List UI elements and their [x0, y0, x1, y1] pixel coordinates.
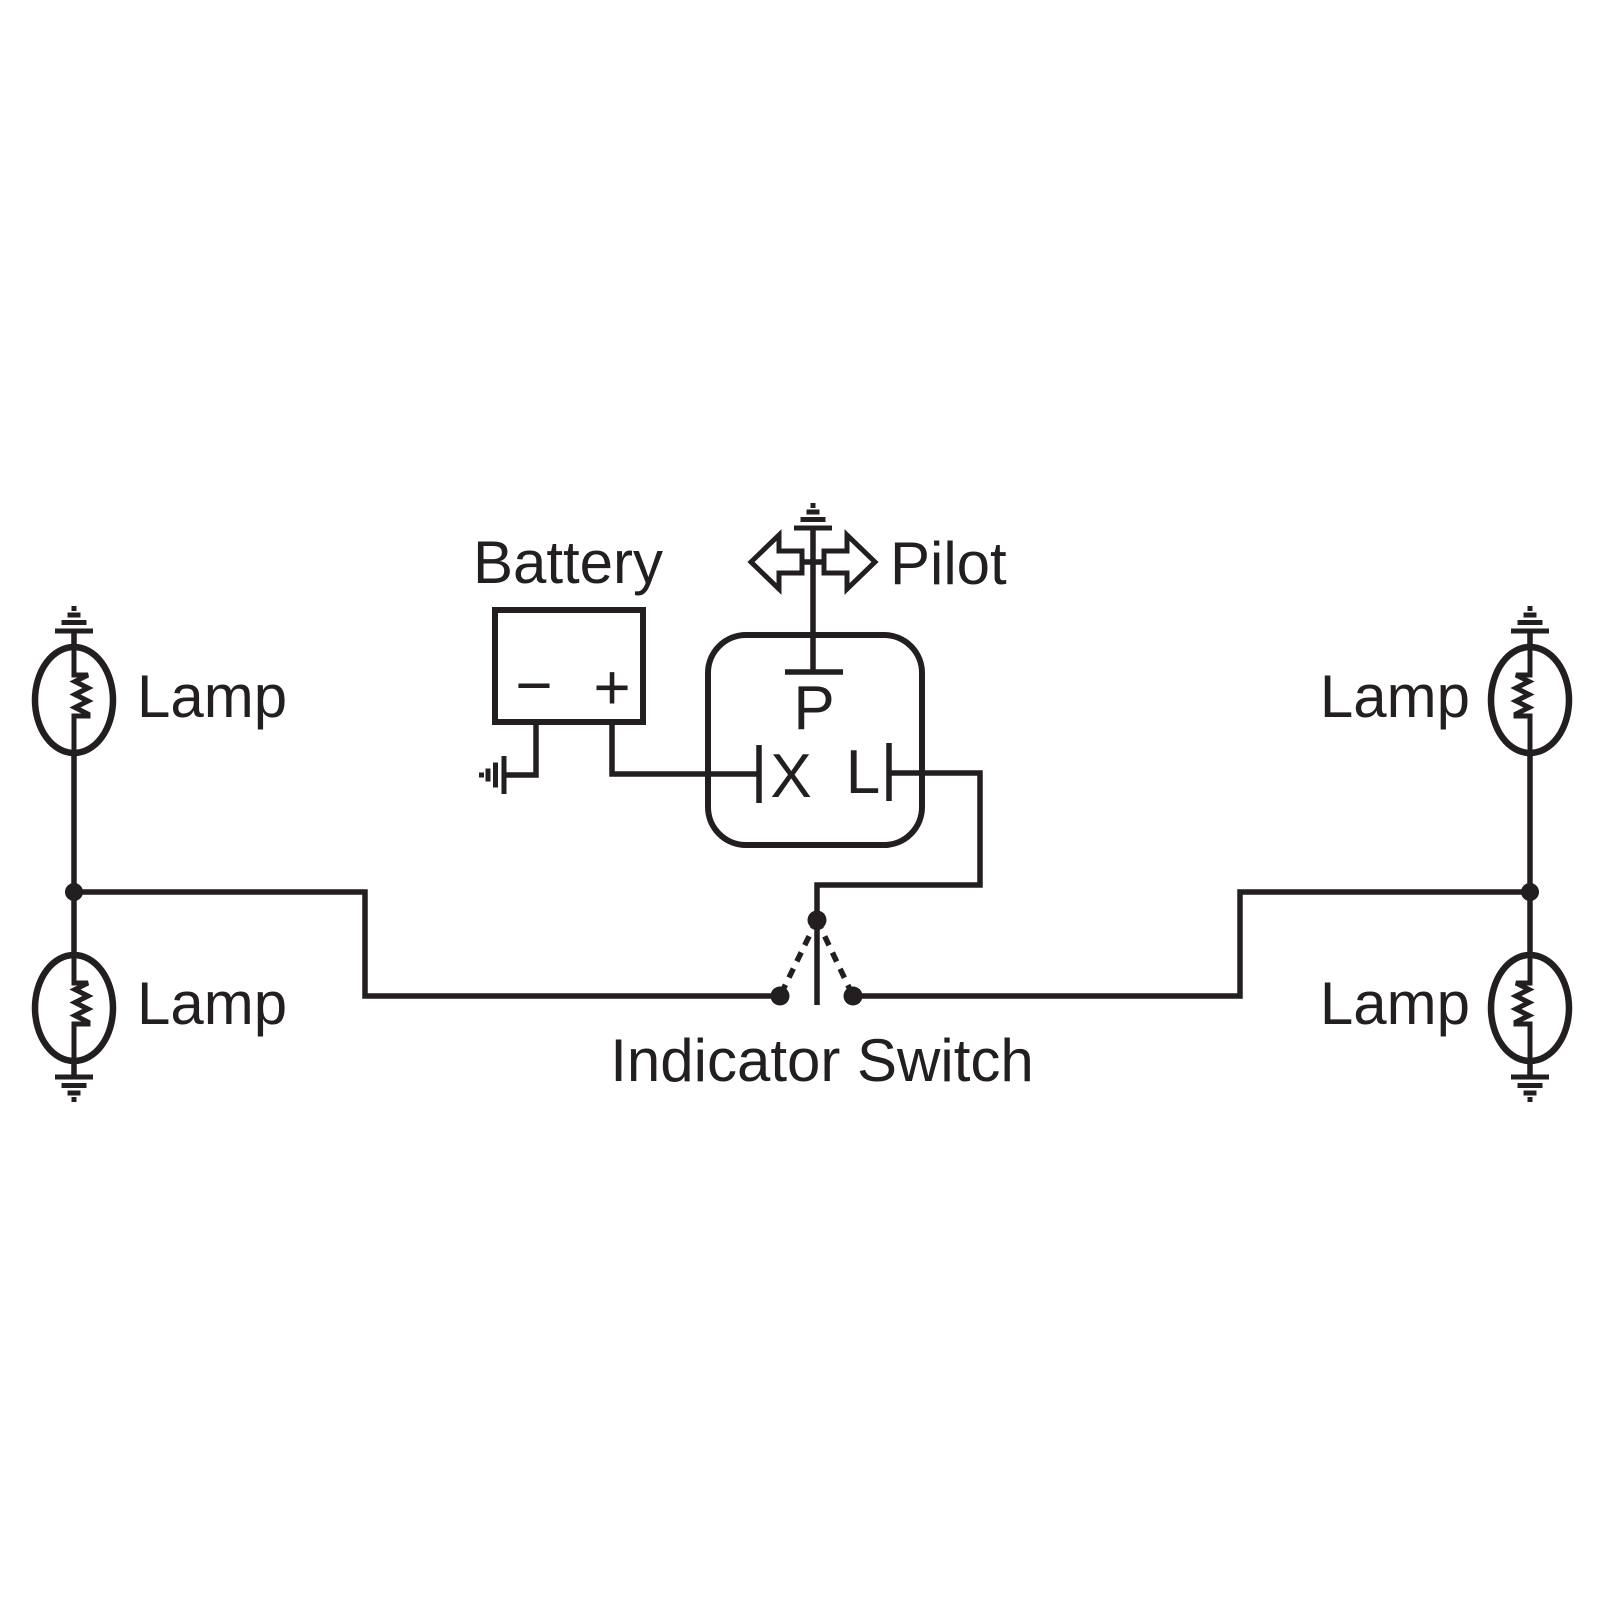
- battery-positive-sign: +: [593, 651, 630, 723]
- pilot-arrow-right-icon: [821, 529, 879, 595]
- terminal-p-label: P: [793, 674, 834, 743]
- battery-negative-sign: −: [515, 649, 552, 721]
- lamp-label-top-left: Lamp: [137, 663, 287, 730]
- indicator-switch-label: Indicator Switch: [610, 1027, 1034, 1094]
- lamp-label-bottom-right: Lamp: [1320, 970, 1470, 1037]
- switch-throw-left: [777, 918, 820, 998]
- lamp-label-bottom-left: Lamp: [137, 970, 287, 1037]
- left-branch-wire: [74, 889, 780, 999]
- lamp-icon: [1491, 647, 1569, 753]
- battery-negative-wire: [506, 722, 539, 778]
- flasher-output-wire: [814, 770, 983, 919]
- pilot-label: Pilot: [890, 530, 1007, 597]
- switch-throw-right: [814, 918, 856, 998]
- junction-dot: [1521, 883, 1539, 901]
- switch-contact-dot: [843, 986, 863, 1006]
- battery-box: [492, 607, 646, 725]
- lamp-label-top-right: Lamp: [1320, 663, 1470, 730]
- switch-contact-dot: [770, 986, 790, 1006]
- battery-label: Battery: [473, 529, 663, 596]
- right-branch-wire: [853, 889, 1530, 999]
- pilot-arrow-left-icon: [747, 529, 805, 595]
- terminal-l-label: L: [846, 738, 880, 807]
- terminal-x-label: X: [770, 742, 811, 811]
- lamp-icon: [1491, 955, 1569, 1061]
- junction-dot: [65, 883, 83, 901]
- battery-positive-wire: [609, 722, 759, 777]
- lamp-icon: [35, 647, 113, 753]
- lamp-icon: [35, 955, 113, 1061]
- switch-common-dot: [807, 910, 827, 930]
